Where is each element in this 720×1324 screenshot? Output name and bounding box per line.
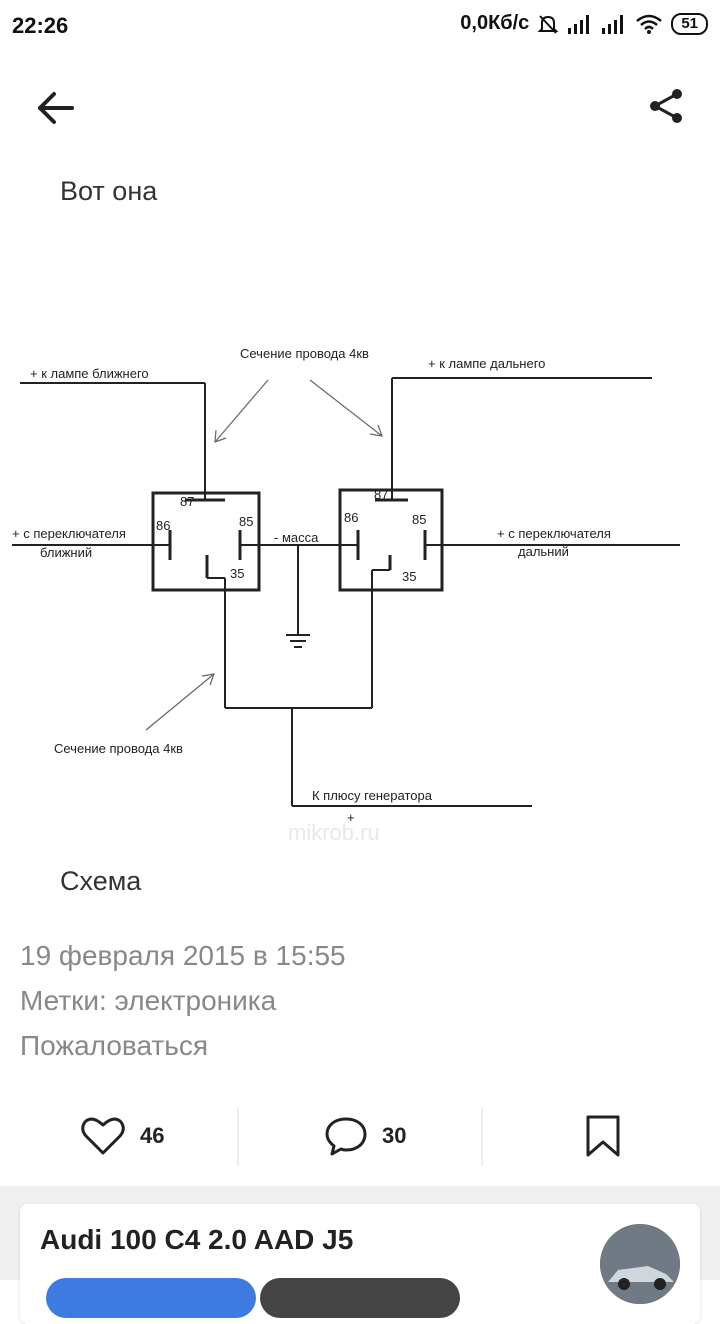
pin-86-right: 86 [344,510,358,525]
label-ground: - масса [274,530,319,545]
label-to-generator: К плюсу генератора [312,788,433,803]
signal-icon-2 [602,14,624,34]
car-image [600,1224,680,1304]
pin-35-right: 35 [402,569,416,584]
bookmark-button[interactable] [584,1108,622,1164]
wifi-icon [636,14,663,34]
comment-icon [325,1117,367,1156]
comment-button[interactable]: 30 [324,1108,406,1164]
pin-85-right: 85 [412,512,426,527]
like-button[interactable]: 46 [80,1108,164,1164]
share-icon[interactable] [646,86,686,126]
heart-icon [81,1117,125,1155]
post-caption: Вот она [60,176,158,206]
arrow-left-icon[interactable] [34,88,78,128]
post-date: 19 февраля 2015 в 15:55 [20,940,346,971]
label-plus: + [347,810,355,825]
pin-87-left: 87 [180,494,194,509]
card-button-primary[interactable] [46,1278,256,1318]
label-from-switch-low: + с переключателя [12,526,126,541]
label-from-switch-high: + с переключателя [497,526,611,541]
card-button-secondary[interactable] [260,1278,460,1318]
signal-icon [568,14,590,34]
pin-35-left: 35 [230,566,244,581]
post-tags[interactable]: Метки: электроника [20,985,277,1016]
divider [481,1108,483,1166]
label-wire-section-bottom: Сечение провода 4кв [54,741,183,756]
wiring-diagram: Сечение провода 4кв + к лампе ближнего +… [12,346,680,845]
bookmark-icon [586,1115,620,1157]
related-card[interactable]: Audi 100 C4 2.0 AAD J5 [20,1204,700,1324]
status-time: 22:26 [12,13,69,38]
label-high: дальний [518,544,569,559]
mute-icon [537,14,559,34]
network-speed: 0,0Кб/с [460,12,530,34]
like-count: 46 [140,1123,165,1148]
related-title: Audi 100 C4 2.0 AAD J5 [40,1224,354,1255]
pin-87-right: 87 [374,487,388,502]
label-wire-section-top: Сечение провода 4кв [240,346,369,361]
watermark: mikrob.ru [288,820,380,845]
pin-85-left: 85 [239,514,253,529]
report-link[interactable]: Пожаловаться [20,1030,209,1061]
battery-indicator: 51 [671,12,708,35]
related-section: Audi 100 C4 2.0 AAD J5 [0,1186,720,1324]
status-icons: 0,0Кб/с 51 [460,12,708,35]
label-low: ближний [40,545,92,560]
label-to-high-lamp: + к лампе дальнего [428,356,545,371]
post-caption-scheme: Схема [60,866,142,896]
label-to-low-lamp: + к лампе ближнего [30,366,149,381]
action-bar: 46 30 [0,1100,720,1172]
divider [237,1108,239,1166]
top-bar [0,70,720,146]
status-bar: 22:26 0,0Кб/с 51 [0,0,720,52]
pin-86-left: 86 [156,518,170,533]
comment-count: 30 [382,1123,407,1148]
car-avatar [600,1224,680,1304]
